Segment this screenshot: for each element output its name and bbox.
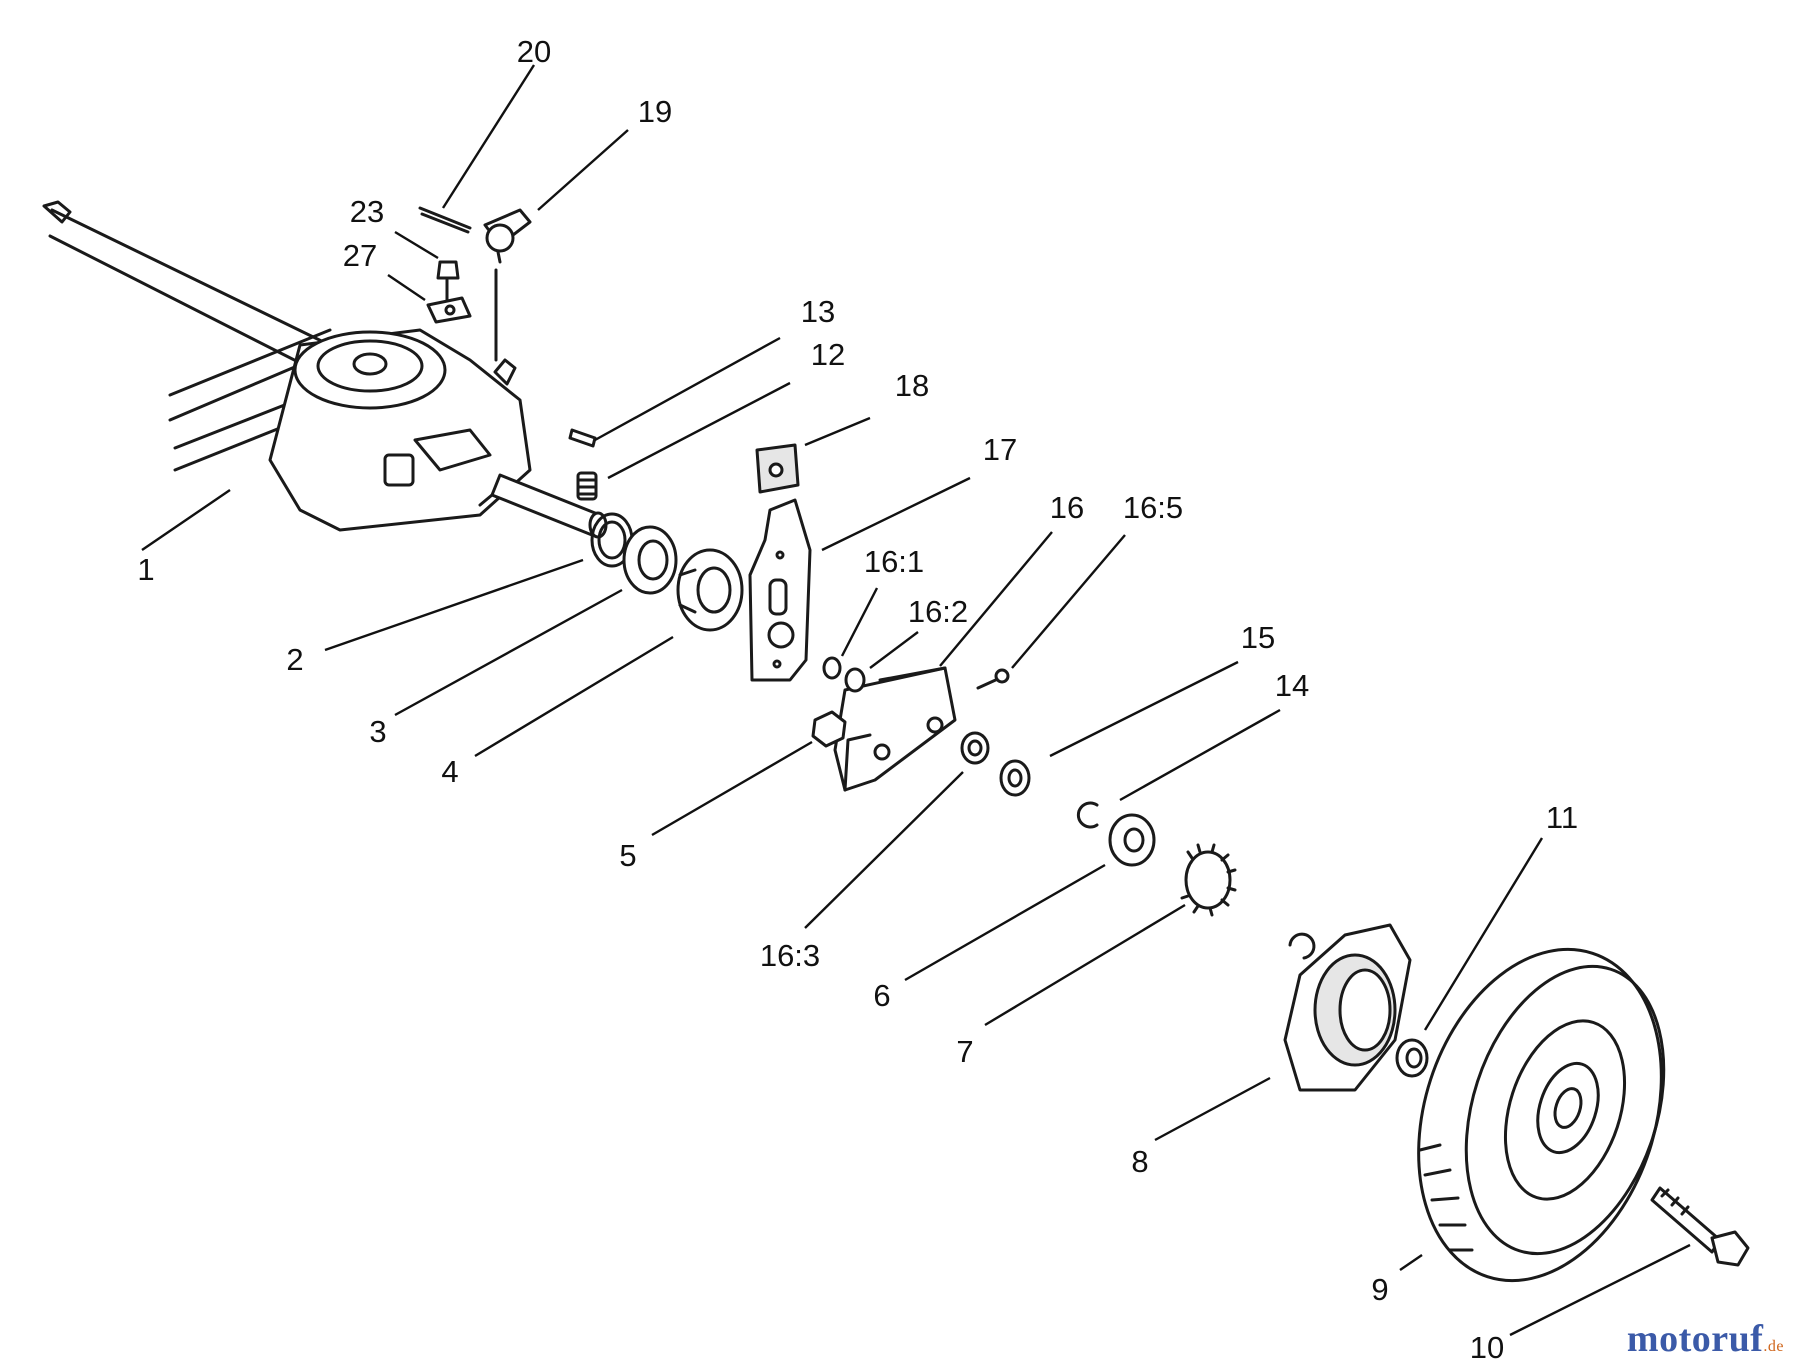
callout-3: 3 bbox=[369, 714, 386, 749]
plate-27 bbox=[426, 296, 472, 324]
callout-10: 10 bbox=[1470, 1330, 1504, 1365]
washer-3 bbox=[622, 525, 678, 595]
plate-17 bbox=[748, 498, 812, 682]
screw-16-5 bbox=[976, 668, 1010, 690]
wheel-hub-8 bbox=[1283, 923, 1412, 1092]
watermark-logo: motoruf.de bbox=[1627, 1317, 1784, 1361]
callout-9: 9 bbox=[1371, 1272, 1388, 1307]
callout-15: 15 bbox=[1241, 620, 1275, 655]
callout-23: 23 bbox=[350, 194, 384, 229]
key-13 bbox=[568, 428, 597, 448]
callout-labels: 20 19 23 27 13 12 18 17 16 16:5 16:1 16:… bbox=[137, 34, 1578, 1365]
callout-8: 8 bbox=[1131, 1144, 1148, 1179]
leader-lines bbox=[141, 64, 1691, 1337]
callout-12: 12 bbox=[811, 337, 845, 372]
spring-12 bbox=[576, 471, 598, 501]
watermark-suffix: .de bbox=[1763, 1338, 1784, 1355]
callout-11: 11 bbox=[1546, 800, 1578, 835]
handle-tube bbox=[42, 200, 342, 472]
callout-20: 20 bbox=[517, 34, 551, 69]
bolt-10 bbox=[1650, 1186, 1750, 1267]
washer-15 bbox=[999, 759, 1031, 797]
bushing-16-1 bbox=[822, 656, 842, 680]
callout-13: 13 bbox=[801, 294, 835, 329]
callout-2: 2 bbox=[286, 642, 303, 677]
lever-19 bbox=[483, 208, 532, 362]
callout-6: 6 bbox=[873, 978, 890, 1013]
bolt-23 bbox=[436, 260, 460, 302]
wheel-9 bbox=[1417, 947, 1666, 1283]
bearing-16-3 bbox=[960, 731, 990, 765]
callout-1: 1 bbox=[137, 552, 154, 587]
pinion-gear-7 bbox=[1180, 843, 1237, 917]
callout-18: 18 bbox=[895, 368, 929, 403]
callout-14: 14 bbox=[1275, 668, 1309, 703]
callout-4: 4 bbox=[441, 754, 458, 789]
transmission-housing bbox=[268, 328, 532, 532]
callout-17: 17 bbox=[983, 432, 1017, 467]
callout-16-1: 16:1 bbox=[864, 544, 924, 579]
nut-5 bbox=[811, 710, 847, 748]
bracket-16 bbox=[833, 666, 957, 792]
callout-27: 27 bbox=[343, 238, 377, 273]
pin-20 bbox=[418, 206, 472, 234]
callout-19: 19 bbox=[638, 94, 672, 129]
callout-16: 16 bbox=[1050, 490, 1084, 525]
bushing-4 bbox=[676, 548, 744, 632]
bushing-16-2 bbox=[844, 667, 866, 693]
eclip-14 bbox=[1076, 801, 1099, 829]
bushing-11 bbox=[1395, 1038, 1429, 1078]
callout-5: 5 bbox=[619, 838, 636, 873]
callout-16-5: 16:5 bbox=[1123, 490, 1183, 525]
callout-7: 7 bbox=[956, 1034, 973, 1069]
callout-16-2: 16:2 bbox=[908, 594, 968, 629]
callout-16-3: 16:3 bbox=[760, 938, 820, 973]
block-18 bbox=[755, 443, 800, 494]
spacer-6 bbox=[1108, 813, 1156, 867]
watermark-main: motoruf bbox=[1626, 1318, 1764, 1360]
